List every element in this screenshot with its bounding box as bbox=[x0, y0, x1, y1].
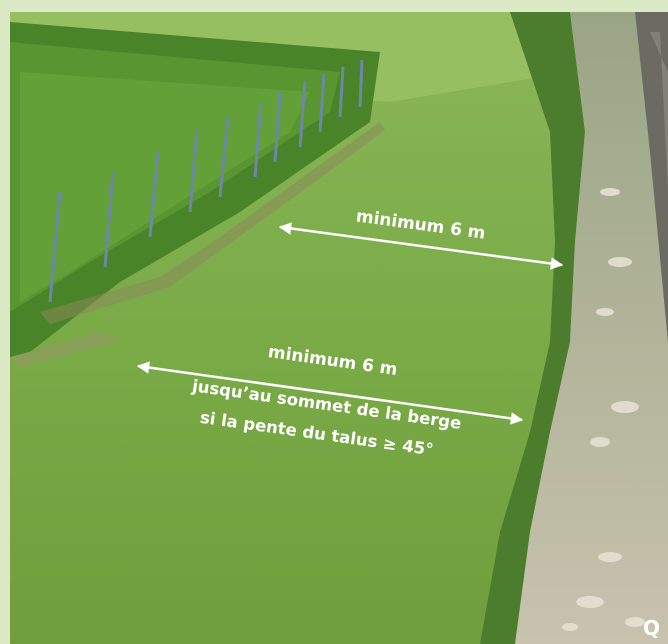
stone-wall bbox=[635, 12, 668, 342]
vineyard-rows bbox=[10, 22, 385, 367]
stream bbox=[515, 12, 668, 644]
lower-distance-arrow bbox=[136, 361, 524, 425]
corner-letter: Q bbox=[642, 616, 660, 640]
vine-stakes bbox=[48, 59, 364, 303]
vineyard-photo: minimum 6 m minimum 6 m jusqu’au sommet … bbox=[10, 12, 668, 644]
upper-distance-arrow bbox=[278, 222, 564, 270]
bank-vegetation bbox=[480, 12, 585, 644]
stream-stones bbox=[562, 188, 645, 631]
